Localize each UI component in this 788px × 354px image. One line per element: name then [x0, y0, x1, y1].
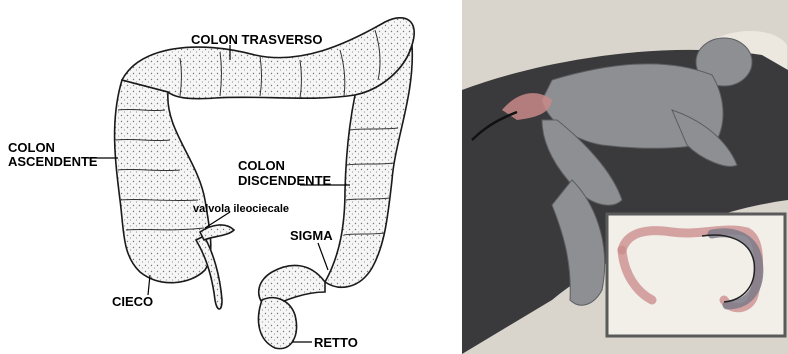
label-colon-discendente-1: COLON: [238, 158, 285, 173]
colonoscopy-illustration: [462, 0, 788, 354]
label-colon-trasverso: COLON TRASVERSO: [191, 32, 322, 47]
label-colon-ascendente-1: COLON: [8, 140, 55, 155]
colon-inset: [607, 214, 785, 336]
label-retto: RETTO: [314, 335, 358, 350]
colon-anatomy-diagram: COLON TRASVERSO COLON ASCENDENTE COLON D…: [0, 0, 460, 354]
label-sigma: SIGMA: [290, 228, 333, 243]
label-valvola-ileociecale: valvola ileociecale: [193, 203, 289, 215]
label-colon-discendente-2: DISCENDENTE: [238, 173, 332, 188]
label-cieco: CIECO: [112, 294, 153, 309]
label-colon-ascendente-2: ASCENDENTE: [8, 154, 98, 169]
